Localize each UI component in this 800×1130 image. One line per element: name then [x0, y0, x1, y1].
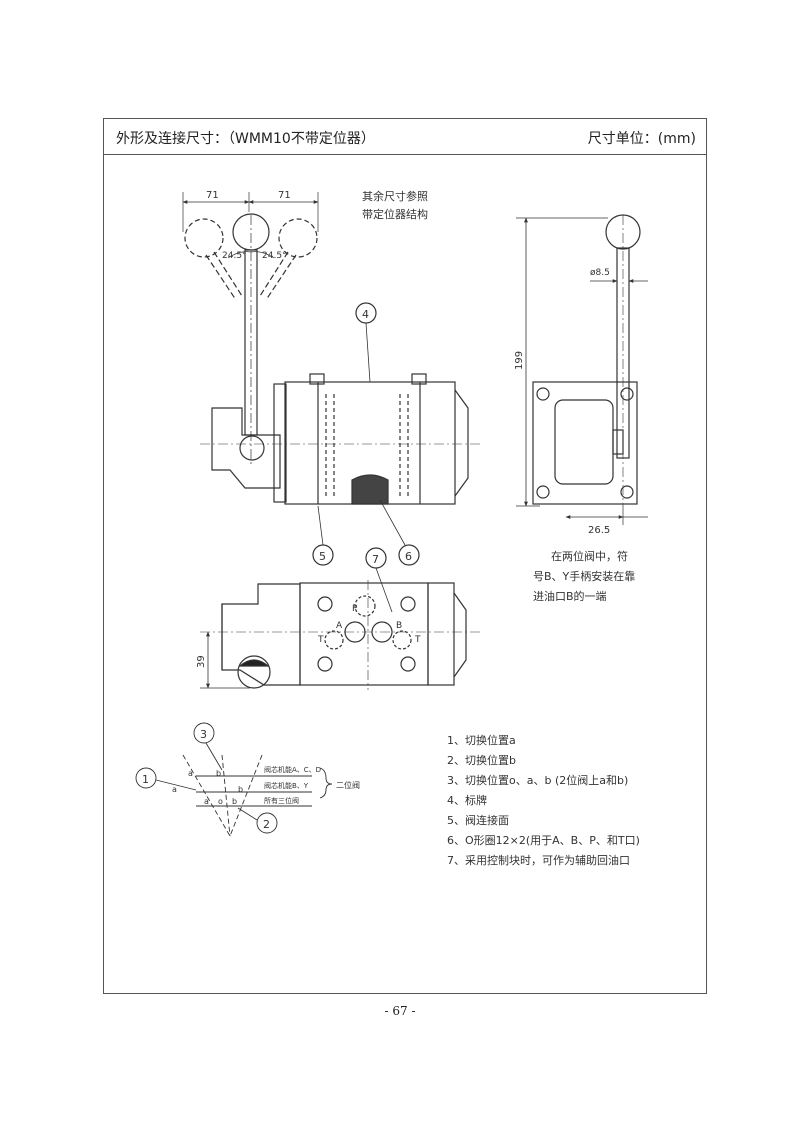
page-number: - 67 - — [384, 1004, 416, 1018]
pos-a-3: a — [204, 797, 209, 806]
callout-7: 7 — [372, 553, 379, 566]
row-3-label: 所有三位阀 — [264, 796, 299, 805]
header-bar: 外形及连接尺寸：（WMM10不带定位器） 尺寸单位：(mm) — [104, 119, 706, 155]
two-pos-note-1: 在两位阀中，符 — [551, 549, 628, 563]
callout-1: 1 — [142, 773, 149, 786]
pos-o: o — [218, 797, 223, 806]
front-view: 71 71 24.5° 24.5° — [182, 190, 480, 505]
legend: 1、切换位置a 2、切换位置b 3、切换位置o、a、b (2位阀上a和b) 4、… — [447, 733, 640, 867]
pos-b-3: b — [232, 797, 237, 806]
callout-4: 4 — [362, 308, 369, 321]
note-line-1: 其余尺寸参照 — [362, 189, 428, 203]
bottom-view: P A B T T 39 — [196, 580, 480, 690]
note-line-2: 带定位器结构 — [362, 207, 428, 221]
row-1-label: 阀芯机能A、C、D — [264, 765, 321, 774]
pos-b-1: b — [216, 769, 221, 778]
position-diagram: 3 1 2 a b a b a o b 阀芯机能A、C、D 阀芯机能B、Y 所有… — [135, 722, 360, 837]
callout-3: 3 — [200, 728, 207, 741]
dim-diameter: ø8.5 — [590, 268, 610, 278]
dim-left-71: 71 — [206, 190, 219, 201]
dim-angle-right: 24.5° — [262, 251, 287, 261]
row-2-label: 阀芯机能B、Y — [264, 781, 309, 790]
bracket-label: 二位阀 — [336, 780, 360, 790]
legend-item: 4、标牌 — [447, 793, 487, 807]
two-pos-note-2: 号B、Y手柄安装在靠 — [533, 569, 635, 583]
port-b: B — [396, 621, 402, 631]
callout-5: 5 — [319, 550, 326, 563]
drawing-frame: 外形及连接尺寸：（WMM10不带定位器） 尺寸单位：(mm) — [103, 118, 707, 994]
legend-item: 2、切换位置b — [447, 753, 516, 767]
port-a: A — [336, 621, 343, 631]
pos-b-2: b — [238, 785, 243, 794]
legend-item: 6、O形圈12×2(用于A、B、P、和T口) — [447, 834, 640, 847]
port-t-right: T — [414, 635, 421, 645]
dim-right-71: 71 — [278, 190, 291, 201]
callout-6: 6 — [405, 550, 412, 563]
dim-angle-left: 24.5° — [222, 251, 247, 261]
dim-height-39: 39 — [196, 655, 207, 668]
dim-width-26-5: 26.5 — [588, 525, 610, 536]
side-view: 199 ø8.5 26.5 — [514, 214, 648, 536]
port-p: P — [352, 604, 358, 614]
pos-a-2: a — [172, 785, 177, 794]
unit-label: 尺寸单位：(mm) — [587, 131, 696, 147]
legend-item: 1、切换位置a — [447, 733, 516, 747]
page-title: 外形及连接尺寸：（WMM10不带定位器） — [116, 131, 375, 147]
legend-item: 5、阀连接面 — [447, 813, 509, 827]
callout-2: 2 — [263, 818, 270, 831]
legend-item: 7、采用控制块时，可作为辅助回油口 — [447, 853, 630, 867]
pos-a-1: a — [188, 769, 193, 778]
legend-item: 3、切换位置o、a、b (2位阀上a和b) — [447, 773, 628, 787]
dim-height-199: 199 — [514, 351, 525, 370]
two-pos-note-3: 进油口B的一端 — [533, 589, 607, 603]
port-t-left: T — [317, 635, 324, 645]
